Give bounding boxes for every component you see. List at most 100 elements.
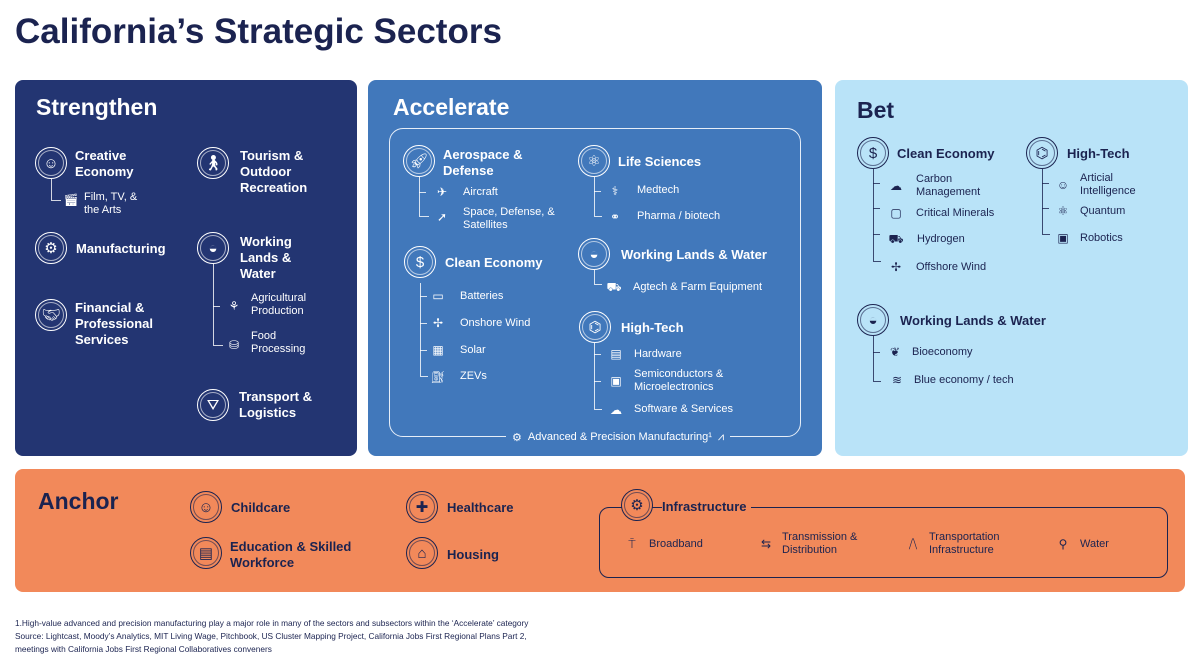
wave-icon: ≋ <box>891 373 903 387</box>
infra-water: Water <box>1080 538 1109 550</box>
gear-infrastructure-icon: ⚙ <box>621 489 653 521</box>
cloud-icon: ☁ <box>610 403 622 417</box>
infra-broadband: Broadband <box>649 538 703 550</box>
sun-water-icon: ◒ <box>197 232 229 264</box>
battery-icon: ▭ <box>432 289 444 303</box>
compass-icon: ⩘ <box>717 430 725 443</box>
transmission-arrows-icon: ⇆ <box>760 537 772 551</box>
sector-working-lands: Working Lands & Water <box>240 234 292 281</box>
circuit-icon: ⌬ <box>579 311 611 343</box>
sector-transport: Transport & Logistics <box>239 389 312 420</box>
subsector-aircraft: Aircraft <box>463 186 498 198</box>
house-icon: ⌂ <box>406 537 438 569</box>
antenna-icon: ⍑ <box>628 537 636 551</box>
sector-aerospace: Aerospace & Defense <box>443 147 523 178</box>
subsector-onshore-wind: Onshore Wind <box>460 317 531 329</box>
bet-panel: Bet $ Clean Economy ☁ Carbon Management … <box>835 80 1188 456</box>
sector-working-lands: Working Lands & Water <box>900 313 1046 328</box>
accelerate-panel: Accelerate ⚙ Advanced & Precision Manufa… <box>368 80 822 456</box>
clapperboard-icon: 🎬︎ <box>63 193 79 207</box>
subsector-bioeconomy: Bioeconomy <box>912 346 973 358</box>
ev-charger-icon: ⛽︎ <box>430 370 446 384</box>
footnote: 1.High-value advanced and precision manu… <box>15 617 528 656</box>
sector-clean-economy: Clean Economy <box>897 146 995 161</box>
sector-creative-economy: Creative Economy <box>75 148 134 179</box>
sector-housing: Housing <box>447 547 499 562</box>
child-care-icon: ☺ <box>190 491 222 523</box>
advanced-manufacturing-label: Advanced & Precision Manufacturing¹ <box>527 431 712 443</box>
sector-childcare: Childcare <box>231 500 291 515</box>
robot-icon: ▣ <box>1057 231 1069 245</box>
subsector-blue-economy: Blue economy / tech <box>914 374 1014 386</box>
lithium-icon: ▢ <box>890 206 902 220</box>
hiker-icon: 🚶︎ <box>197 147 229 179</box>
infra-transportation: Transportation Infrastructure <box>929 531 1000 556</box>
infra-transmission: Transmission & Distribution <box>782 531 858 556</box>
circuit-icon: ⌬ <box>1026 137 1058 169</box>
sector-working-lands: Working Lands & Water <box>621 247 767 262</box>
sun-water-icon: ◒ <box>857 304 889 336</box>
medical-device-icon: ⚕ <box>611 184 619 198</box>
molecule-icon: ⚛ <box>578 145 610 177</box>
faucet-icon: ⚲ <box>1058 537 1068 551</box>
sun-water-icon: ◒ <box>578 238 610 270</box>
pills-icon: ⚭ <box>609 210 621 224</box>
subsector-pharma: Pharma / biotech <box>637 210 721 222</box>
subsector-zevs: ZEVs <box>460 370 487 382</box>
subsector-space: Space, Defense, & Satellites <box>463 206 555 231</box>
factory-icon: ⚙ <box>35 232 67 264</box>
road-icon: ⛛ <box>197 389 229 421</box>
globe-dollar-icon: $ <box>404 246 436 278</box>
rocket-small-icon: ➚ <box>436 210 448 224</box>
offshore-wind-icon: ✢ <box>890 260 902 274</box>
sector-infrastructure: Infrastructure <box>662 499 751 515</box>
ai-head-icon: ☺ <box>1056 178 1070 192</box>
subsector-batteries: Batteries <box>460 290 504 302</box>
subsector-carbon: Carbon Management <box>916 173 981 198</box>
anchor-panel: Anchor ☺ Childcare ▤ Education & Skilled… <box>15 469 1185 592</box>
subsector-ai: Articial Intelligence <box>1080 172 1136 197</box>
books-icon: ▤ <box>190 537 222 569</box>
hardware-icon: ▤ <box>610 347 622 361</box>
co2-icon: ☁ <box>890 179 902 193</box>
road-perspective-icon: ⧸⧹ <box>908 537 918 551</box>
medical-cross-icon: ✚ <box>406 491 438 523</box>
tractor-icon: ⛟ <box>606 280 622 294</box>
sector-manufacturing: Manufacturing <box>76 241 166 256</box>
subsector-agtech: Agtech & Farm Equipment <box>633 281 763 293</box>
subsector-offshore: Offshore Wind <box>916 261 987 273</box>
subsector-film: Film, TV, & the Arts <box>84 191 138 216</box>
subsector-solar: Solar <box>460 344 486 356</box>
theater-masks-icon: ☺ <box>35 147 67 179</box>
crops-icon: ⚘ <box>228 299 240 313</box>
bottles-icon: ⛁ <box>228 338 240 352</box>
sector-healthcare: Healthcare <box>447 500 514 515</box>
subsector-quantum: Quantum <box>1080 205 1126 217</box>
handshake-icon: 🤝︎ <box>35 299 67 331</box>
sector-education: Education & Skilled Workforce <box>230 539 352 570</box>
strengthen-panel: Strengthen ☺ Creative Economy 🎬︎ Film, T… <box>15 80 357 456</box>
leaf-icon: ❦ <box>889 345 901 359</box>
robot-arm-icon: ⚙ <box>512 431 522 444</box>
subsector-food: Food Processing <box>251 330 306 355</box>
sector-high-tech: High-Tech <box>1067 146 1130 161</box>
strengthen-title: Strengthen <box>36 94 158 120</box>
rocket-icon: 🚀︎ <box>403 145 435 177</box>
subsector-medtech: Medtech <box>637 184 680 196</box>
wind-turbine-icon: ✢ <box>432 316 444 330</box>
sector-life-sciences: Life Sciences <box>618 154 702 169</box>
subsector-semiconductors: Semiconductors & Microelectronics <box>634 368 724 393</box>
hydrogen-tank-icon: ⛟ <box>888 232 904 246</box>
bet-title: Bet <box>857 97 895 123</box>
solar-panel-icon: ▦ <box>432 343 444 357</box>
page-title: California’s Strategic Sectors <box>15 12 502 51</box>
globe-dollar-icon: $ <box>857 137 889 169</box>
aircraft-icon: ✈ <box>436 185 448 199</box>
subsector-agricultural: Agricultural Production <box>251 292 307 317</box>
chip-icon: ▣ <box>610 374 622 388</box>
atom-icon: ⚛ <box>1057 204 1069 218</box>
anchor-title: Anchor <box>38 488 119 514</box>
subsector-hydrogen: Hydrogen <box>917 233 965 245</box>
sector-tourism: Tourism & Outdoor Recreation <box>240 148 308 195</box>
accelerate-title: Accelerate <box>393 94 510 120</box>
